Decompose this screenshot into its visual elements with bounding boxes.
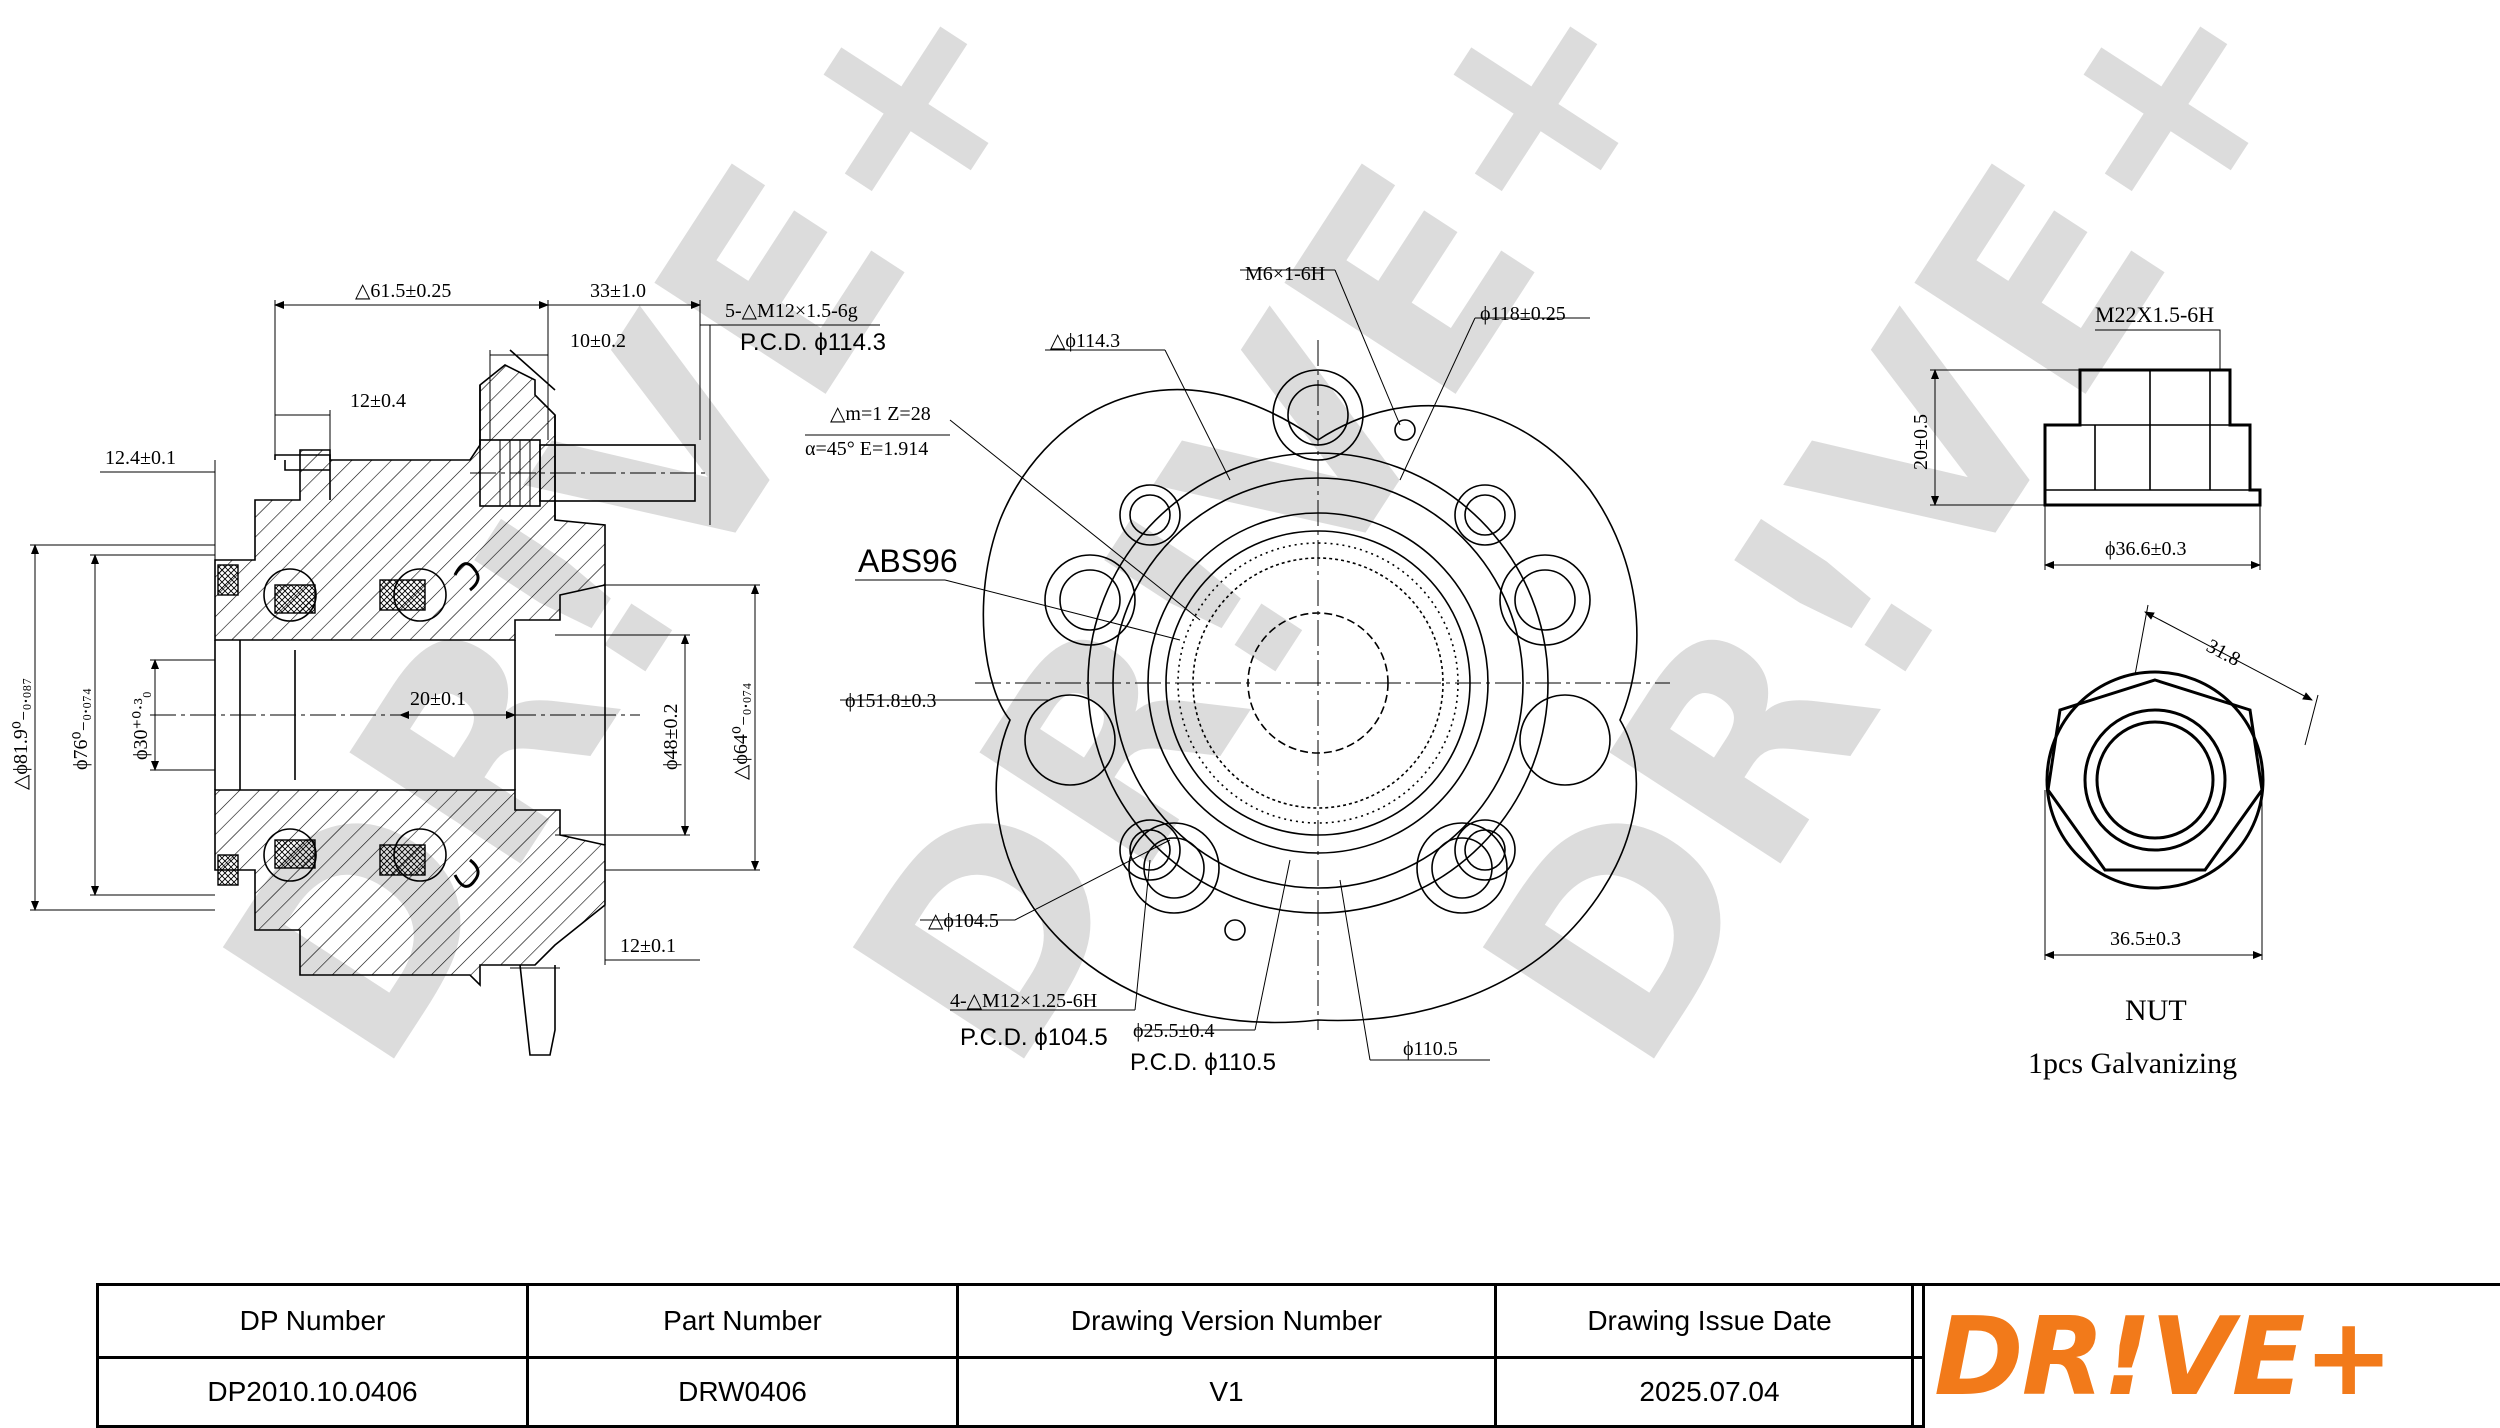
nut-across-arrow	[2144, 611, 2313, 701]
dim-phi-81-9: △ϕ81.9⁰₋₀.₀₈₇	[10, 678, 32, 790]
drive-logo: DR!VE+	[1934, 1295, 2394, 1420]
dim-phi-30: ϕ30⁺⁰·³₀	[130, 691, 152, 760]
dim-61-5: △61.5±0.25	[355, 280, 451, 302]
nut-hex	[2046, 678, 2264, 872]
nut-note: 1pcs Galvanizing	[2028, 1047, 2237, 1080]
dim-phi-118: ϕ118±0.25	[1480, 303, 1566, 325]
header-drawing-version: Drawing Version Number	[956, 1283, 1497, 1359]
title-block: DP Number Part Number Drawing Version Nu…	[96, 1283, 2500, 1428]
nut-views: M22X1.5-6H 20±0.5 ϕ36.6±0.3 31.8 36.5±0.…	[1910, 302, 2319, 1080]
nut-flange-circle	[2045, 670, 2265, 890]
nut-dia-36-6: ϕ36.6±0.3	[2105, 538, 2187, 560]
dim-12-bottom: 12±0.1	[620, 935, 676, 957]
nut-thread: M22X1.5-6H	[2095, 302, 2214, 327]
flange-tip	[519, 964, 556, 1056]
value-dp-number: DP2010.10.0406	[96, 1356, 529, 1428]
nut-across-dim	[2134, 604, 2319, 746]
gear-spec-2: α=45° E=1.914	[805, 438, 928, 460]
nut-height: 20±0.5	[1910, 414, 1932, 470]
hub-upper-section	[214, 364, 606, 641]
dim-phi-76: ϕ76⁰₋₀.₀₇₄	[70, 688, 92, 770]
nut-bore-inner	[2095, 720, 2215, 840]
nut-across-31-8: 31.8	[2203, 635, 2244, 671]
bearing-balls	[263, 568, 447, 882]
pcd-110-5-label: P.C.D. ϕ110.5	[1130, 1049, 1276, 1076]
nut-height-dim	[1930, 369, 2080, 506]
m6-thread-label: M6×1-6H	[1245, 263, 1325, 285]
dim-10: 10±0.2	[570, 330, 626, 352]
nut-label: NUT	[2125, 994, 2187, 1027]
dim-33: 33±1.0	[590, 280, 646, 302]
side-section-view: △61.5±0.25 33±1.0 10±0.2 12±0.4 12.4±0.1…	[10, 280, 886, 1056]
abs-label: ABS96	[858, 543, 958, 579]
title-block-value-row: DP2010.10.0406 DRW0406 V1 2025.07.04	[96, 1356, 1925, 1428]
dim-phi-114-3: △ϕ114.3	[1050, 330, 1120, 352]
value-issue-date: 2025.07.04	[1494, 1356, 1925, 1428]
header-issue-date: Drawing Issue Date	[1494, 1283, 1925, 1359]
side-dimension-lines	[30, 300, 880, 969]
front-leaders	[805, 269, 1590, 1061]
dim-12-4: 12.4±0.1	[105, 447, 176, 469]
dim-20: 20±0.1	[410, 688, 466, 710]
dim-phi-104-5: △ϕ104.5	[928, 910, 999, 932]
nut-width-ext	[2044, 790, 2263, 960]
nut-dia-ext	[2044, 505, 2261, 570]
stud-pcd-label: P.C.D. ϕ114.3	[740, 329, 886, 356]
nut-profile-lines	[2045, 370, 2250, 491]
dim-phi-110-5: ϕ110.5	[1403, 1038, 1458, 1060]
header-part-number: Part Number	[526, 1283, 959, 1359]
hub-lower-section	[214, 789, 606, 987]
value-part-number: DRW0406	[526, 1356, 959, 1428]
dim-12-top: 12±0.4	[350, 390, 406, 412]
value-drawing-version: V1	[956, 1356, 1497, 1428]
pcd-104-5-label: P.C.D. ϕ104.5	[960, 1024, 1108, 1051]
logo-box: DR!VE+	[1911, 1283, 2500, 1426]
m12-thread-label: 4-△M12×1.25-6H	[950, 990, 1097, 1012]
gear-spec-1: △m=1 Z=28	[830, 403, 931, 425]
wheel-stud	[470, 439, 710, 507]
title-block-table: DP Number Part Number Drawing Version Nu…	[96, 1283, 1925, 1428]
nut-thread-leader	[2095, 329, 2221, 370]
dim-phi-151-8: ϕ151.8±0.3	[845, 690, 937, 712]
dim-phi-64: △ϕ64⁰₋₀.₀₇₄	[730, 683, 752, 780]
nut-width-36-5: 36.5±0.3	[2110, 928, 2181, 950]
stud-thread-label: 5-△M12×1.5-6g	[725, 300, 858, 322]
front-view: M6×1-6H ϕ118±0.25 △ϕ114.3 △m=1 Z=28 α=45…	[805, 263, 1670, 1076]
seals	[217, 562, 480, 888]
dim-phi-25-5: ϕ25.5±0.4	[1133, 1020, 1215, 1042]
nut-bore-outer	[2083, 708, 2227, 852]
title-block-header-row: DP Number Part Number Drawing Version Nu…	[96, 1283, 1925, 1359]
header-dp-number: DP Number	[96, 1283, 529, 1359]
dim-phi-48: ϕ48±0.2	[660, 703, 682, 770]
